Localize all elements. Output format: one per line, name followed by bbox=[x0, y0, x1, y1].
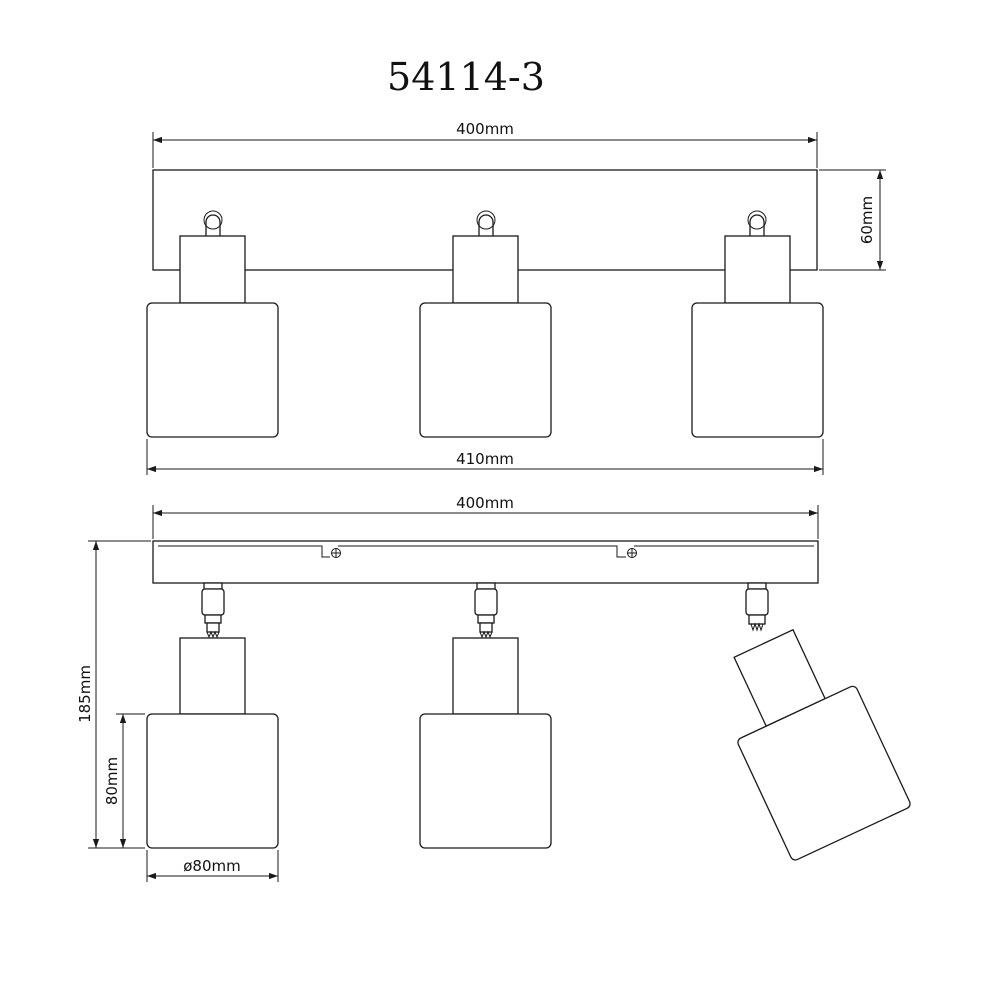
dim-total-height-label: 185mm bbox=[76, 665, 94, 723]
dim-shade-height-label: 80mm bbox=[103, 757, 121, 805]
dim-top-span: 410mm bbox=[146, 439, 824, 475]
front-spot-2 bbox=[419, 582, 552, 849]
front-spot-1 bbox=[146, 582, 279, 849]
screw-2 bbox=[627, 548, 637, 558]
dim-front-width: 400mm bbox=[152, 494, 819, 539]
top-view: 400mm 60mm 410mm bbox=[146, 120, 886, 475]
top-spot-1 bbox=[146, 210, 279, 438]
dim-shade-height: 80mm bbox=[103, 713, 145, 848]
front-spot-3 bbox=[733, 582, 911, 861]
top-spot-3 bbox=[691, 210, 824, 438]
dim-top-height: 60mm bbox=[819, 169, 886, 271]
dim-top-width-label: 400mm bbox=[456, 120, 514, 138]
dim-shade-diameter: ø80mm bbox=[146, 850, 279, 882]
screw-1 bbox=[331, 548, 341, 558]
dim-shade-diameter-label: ø80mm bbox=[183, 857, 241, 875]
model-title: 54114-3 bbox=[387, 55, 545, 99]
top-spot-2 bbox=[419, 210, 552, 438]
dim-top-span-label: 410mm bbox=[456, 450, 514, 468]
dim-front-width-label: 400mm bbox=[456, 494, 514, 512]
dim-total-height: 185mm bbox=[76, 540, 151, 849]
front-base-plate bbox=[152, 540, 819, 584]
front-view: 400mm 185mm 80mm ø80mm bbox=[76, 494, 911, 882]
dim-top-width: 400mm bbox=[152, 120, 818, 168]
dim-top-height-label: 60mm bbox=[858, 196, 876, 244]
